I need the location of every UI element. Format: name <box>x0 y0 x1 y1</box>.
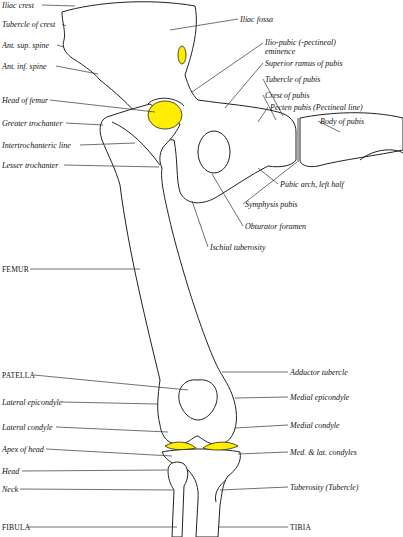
leader-line <box>192 43 263 92</box>
bones <box>62 2 403 537</box>
part-label: Greater trochanter <box>2 119 63 128</box>
femoral-head <box>148 101 182 129</box>
part-label: Lateral epicondyle <box>2 398 62 407</box>
part-label: Tubercle of pubis <box>265 75 320 84</box>
part-label: Tuberosity (Tubercle) <box>290 483 359 492</box>
leader-line <box>20 489 173 490</box>
leader-line <box>212 174 243 226</box>
part-label: Obturator foramen <box>245 222 306 231</box>
part-label: Adductor tubercle <box>290 368 348 377</box>
part-label: Apex of head <box>2 445 44 454</box>
part-label: Pubic arch, left half <box>280 180 344 189</box>
medial-meniscus <box>203 442 238 450</box>
part-label: Head <box>2 467 19 476</box>
part-label: Ischial tuberosity <box>210 243 265 252</box>
obturator-foramen <box>198 131 230 173</box>
part-label: Iliac fossa <box>240 15 273 24</box>
bone-name: TIBIA <box>290 523 311 532</box>
part-label: Ant. inf. spine <box>2 62 46 71</box>
part-label: Lesser trochanter <box>2 161 58 170</box>
leader-line <box>66 123 103 125</box>
leader-line <box>80 143 135 145</box>
leader-line <box>192 201 208 247</box>
tibial-tuberosity <box>215 480 226 502</box>
leader-line <box>30 269 140 270</box>
leader-line <box>56 66 98 74</box>
leader-line <box>170 19 238 30</box>
part-label: Lateral condyle <box>2 423 52 432</box>
part-label: Tubercle of crest <box>2 20 55 29</box>
part-label: Body of pubis <box>320 117 364 126</box>
bone-name: PATELLA <box>2 371 35 380</box>
leader-line <box>28 527 177 528</box>
part-label: Pecten pubis (Pectineal line) <box>270 103 363 112</box>
leader-line <box>225 63 263 108</box>
leader-line <box>238 452 288 454</box>
leader-line <box>235 425 288 428</box>
leader-line <box>56 427 168 432</box>
part-label: Superior ramus of pubis <box>265 59 343 68</box>
tibia <box>162 449 240 537</box>
part-label: Head of femur <box>2 96 48 105</box>
leader-line <box>57 45 64 47</box>
fibula <box>168 462 188 537</box>
lateral-meniscus <box>165 442 196 450</box>
leader-line <box>235 397 288 398</box>
part-label: Medial condyle <box>290 421 340 430</box>
part-label: Crest of pubis <box>265 91 310 100</box>
patella <box>179 380 217 420</box>
leader-line <box>258 168 278 184</box>
leader-line <box>62 402 158 404</box>
leader-line <box>220 487 288 490</box>
part-label: Med. & lat. condyles <box>290 448 357 457</box>
leader-line <box>46 449 172 456</box>
part-label: Symphysis pubis <box>245 200 298 209</box>
hip-bone <box>62 2 296 203</box>
eminence-patch <box>178 46 186 64</box>
femur <box>100 104 236 444</box>
left-pubis <box>300 113 403 167</box>
part-label: Iliac crest <box>2 1 34 10</box>
part-label: Neck <box>2 485 18 494</box>
part-label: Medial epicondyle <box>290 393 349 402</box>
left-obturator <box>360 150 403 160</box>
leader-line <box>62 24 66 26</box>
leader-line <box>50 100 155 112</box>
leader-line <box>64 165 159 167</box>
bone-name: FIBULA <box>2 523 30 532</box>
leader-line <box>34 375 188 390</box>
leader-line <box>222 372 288 373</box>
leader-line <box>219 527 288 528</box>
symphysis <box>298 118 299 162</box>
part-label: Ilio-pubic (-pectineal) eminence <box>265 38 360 56</box>
leader-line <box>22 470 167 471</box>
acetabular-rim <box>148 98 184 106</box>
part-label: Intertrochanteric line <box>2 141 71 150</box>
leader-line <box>258 107 268 122</box>
leader-line <box>42 5 75 6</box>
part-label: Ant. sup. spine <box>2 41 49 50</box>
bone-name: FEMUR <box>2 265 29 274</box>
